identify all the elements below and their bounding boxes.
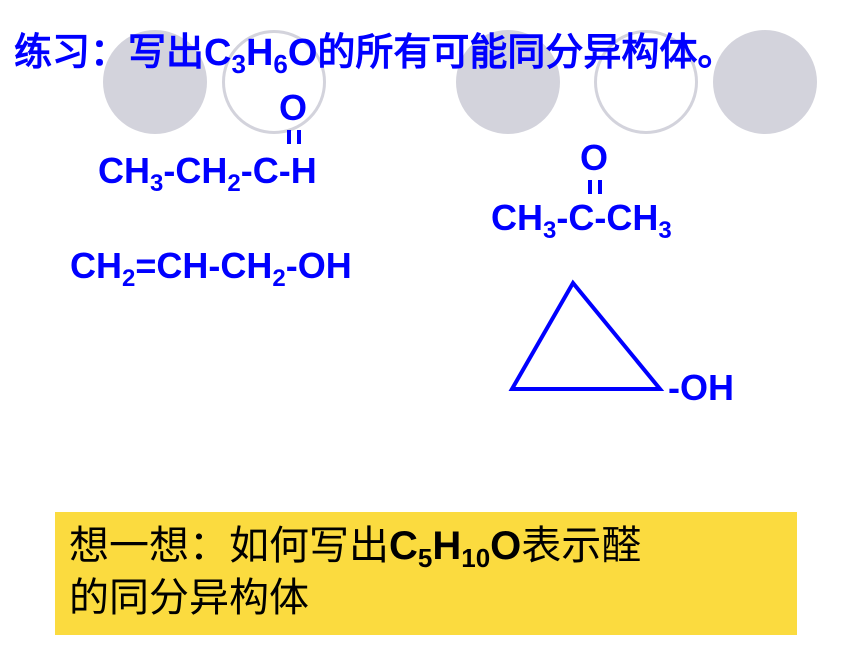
think-o: O xyxy=(490,524,522,568)
think-c-sub: 5 xyxy=(417,543,433,573)
propanal-ch3-sub: 3 xyxy=(150,170,164,197)
acetone-left-sub: 3 xyxy=(543,217,557,244)
think-suffix: 表示醛 xyxy=(521,523,642,569)
decor-circle-5 xyxy=(713,30,817,134)
propanal-ch2: CH xyxy=(175,150,228,191)
title-formula-o: O xyxy=(287,32,318,74)
acetone-carbonyl-o: O xyxy=(580,137,609,178)
think-prefix: 想一想：如何写出 xyxy=(69,523,389,569)
allyl-a-sub: 2 xyxy=(122,265,136,292)
propanal-double-bond xyxy=(285,130,305,144)
propanal-formula: CH3-CH2-C-H xyxy=(98,150,317,196)
cyclopropanol-oh: -OH xyxy=(668,367,734,408)
allyl-alcohol-formula: CH2=CH-CH2-OH xyxy=(70,245,352,291)
allyl-a: CH xyxy=(70,245,122,286)
allyl-b-sub: 2 xyxy=(272,265,286,292)
title-formula-h: H xyxy=(245,32,274,74)
decor-circle-2 xyxy=(222,30,326,134)
propanal-dash: - xyxy=(163,150,176,191)
acetone-formula: CH3-C-CH3 xyxy=(491,197,672,243)
propanal-tail: -C-H xyxy=(240,150,317,191)
allyl-c: -OH xyxy=(285,245,352,286)
think-line-1: 想一想：如何写出C5H10O表示醛 xyxy=(69,520,797,572)
decor-circle-3 xyxy=(456,30,560,134)
title-prefix: 练习：写出 xyxy=(14,30,205,74)
acetone-double-bond xyxy=(586,180,606,194)
propanal-carbonyl-o: O xyxy=(279,87,308,128)
propanal-ch2-sub: 2 xyxy=(227,170,241,197)
title-suffix: 的所有可能同分异构体。 xyxy=(317,30,736,74)
acetone-left: CH xyxy=(491,197,543,238)
think-box: 想一想：如何写出C5H10O表示醛 的同分异构体 xyxy=(55,512,797,635)
propanal-ch3: CH xyxy=(98,150,150,191)
decor-circle-4 xyxy=(594,30,698,134)
title-formula-c: C xyxy=(204,32,232,74)
acetone-middle: -C-CH xyxy=(556,197,659,238)
think-line-2: 的同分异构体 xyxy=(69,575,309,621)
exercise-title: 练习：写出C3H6O的所有可能同分异构体。 xyxy=(14,30,736,77)
think-c: C xyxy=(389,524,418,568)
decor-circle-1 xyxy=(103,30,207,134)
allyl-b: =CH-CH xyxy=(135,245,273,286)
acetone-right-sub: 3 xyxy=(658,217,672,244)
title-formula-h-sub: 6 xyxy=(273,49,288,79)
think-h-sub: 10 xyxy=(461,543,491,573)
cyclopropane-ring xyxy=(508,279,665,391)
title-formula-c-sub: 3 xyxy=(231,49,246,79)
think-h: H xyxy=(432,524,462,568)
